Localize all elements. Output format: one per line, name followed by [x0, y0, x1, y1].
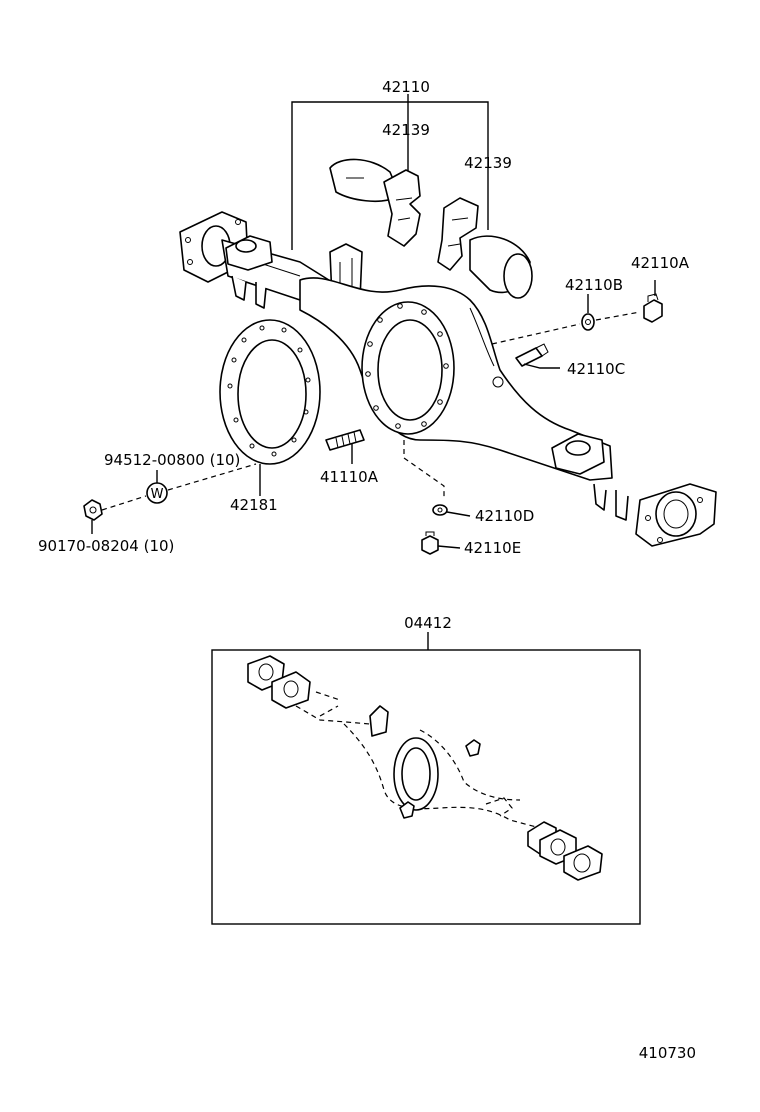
- left-axle-clamp-42139: [329, 158, 421, 247]
- nut-90170-08204: [83, 499, 103, 534]
- plug-line-top: [491, 311, 641, 345]
- fastener-line: [101, 463, 257, 511]
- label-04412: 04412: [404, 614, 452, 632]
- drain-plug-42110E: [421, 531, 461, 555]
- label-42110: 42110: [382, 78, 430, 96]
- right-axle-flange: [635, 483, 717, 547]
- gasket-kit-04412: [211, 632, 641, 925]
- label-42181: 42181: [230, 496, 278, 514]
- label-42110E: 42110E: [464, 539, 521, 557]
- label-42110D: 42110D: [475, 507, 534, 525]
- gasket-42110D: [432, 504, 471, 517]
- label-42110A: 42110A: [631, 254, 690, 272]
- right-axle-clamp-42139: [437, 197, 533, 299]
- label-94512-00800: 94512-00800 (10): [104, 451, 240, 469]
- breather-plug-42110A: [643, 280, 663, 323]
- washer-94512-00800: W: [146, 470, 168, 504]
- kit-axle-outline: [247, 655, 603, 881]
- right-spring-seat: [551, 433, 629, 521]
- stud-bolt-41110A: [325, 429, 365, 464]
- drain-plug-line: [403, 440, 445, 500]
- label-42139-right: 42139: [464, 154, 512, 172]
- group-bracket-42110: [291, 94, 489, 250]
- label-42110C: 42110C: [567, 360, 625, 378]
- gasket-42110B: [581, 294, 595, 331]
- figure-number: 410730: [639, 1044, 696, 1062]
- washer-mark: W: [151, 487, 164, 502]
- carrier-gasket-42181: [219, 319, 321, 496]
- left-spring-seat: [225, 235, 273, 309]
- vent-42110C: [515, 343, 560, 369]
- label-42110B: 42110B: [565, 276, 623, 294]
- axle-housing-assembly: [179, 211, 717, 547]
- differential-carrier-housing: [299, 277, 613, 481]
- label-90170-08204: 90170-08204 (10): [38, 537, 174, 555]
- label-41110A: 41110A: [320, 468, 379, 486]
- label-42139-left: 42139: [382, 121, 430, 139]
